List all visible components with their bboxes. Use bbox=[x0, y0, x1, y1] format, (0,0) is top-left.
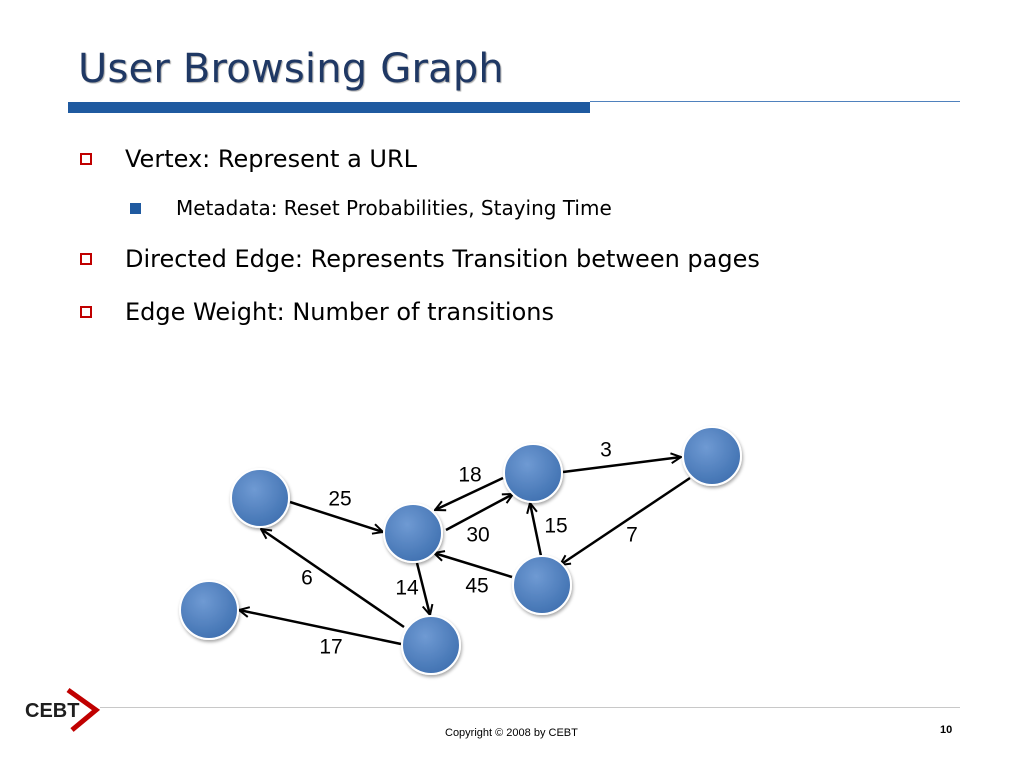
edge-C-to-D bbox=[562, 457, 681, 474]
title-underline-thin bbox=[590, 101, 960, 102]
bullet-edge-weight: Edge Weight: Number of transitions bbox=[80, 298, 554, 326]
graph-node-F bbox=[401, 615, 461, 675]
title-underline-thick bbox=[68, 102, 590, 113]
graph-node-G bbox=[179, 580, 239, 640]
edge-labels-layer: 25 18 30 3 7 15 45 14 6 17 bbox=[301, 439, 638, 659]
edge-weight-label: 14 bbox=[395, 577, 419, 600]
hollow-square-bullet-icon bbox=[80, 153, 92, 165]
edge-weight-label: 30 bbox=[466, 524, 489, 547]
edge-D-to-E bbox=[560, 476, 691, 565]
edge-weight-label: 15 bbox=[544, 515, 567, 538]
edge-A-to-B bbox=[289, 500, 383, 532]
edge-B-to-C bbox=[445, 492, 513, 532]
edge-E-to-B bbox=[434, 553, 513, 579]
edge-weight-label: 6 bbox=[301, 567, 313, 590]
edge-weight-label: 3 bbox=[600, 439, 612, 462]
edge-B-to-F bbox=[415, 562, 430, 615]
bullet-directed-edge: Directed Edge: Represents Transition bet… bbox=[80, 245, 760, 273]
graph-node-D bbox=[682, 426, 742, 486]
bullet-text: Directed Edge: Represents Transition bet… bbox=[125, 245, 760, 273]
copyright-text: Copyright © 2008 by CEBT bbox=[445, 727, 578, 739]
edge-C-to-B bbox=[435, 476, 504, 510]
page-number: 10 bbox=[940, 724, 953, 736]
edge-weight-label: 18 bbox=[458, 464, 481, 487]
graph-node-E bbox=[512, 555, 572, 615]
slide-title: User Browsing Graph bbox=[78, 46, 504, 92]
nodes-layer bbox=[179, 426, 742, 675]
edge-weight-label: 45 bbox=[465, 575, 488, 598]
cebt-logo: CEBT bbox=[24, 687, 101, 732]
footer-divider bbox=[100, 707, 960, 708]
edges-layer bbox=[239, 457, 691, 646]
edge-F-to-G bbox=[239, 610, 402, 646]
bullet-text: Vertex: Represent a URL bbox=[125, 145, 418, 173]
bullet-vertex: Vertex: Represent a URL bbox=[80, 145, 417, 173]
edge-E-to-C bbox=[530, 503, 543, 557]
filled-square-bullet-icon bbox=[130, 202, 141, 214]
edge-weight-label: 7 bbox=[626, 524, 638, 547]
graph-node-A bbox=[230, 468, 290, 528]
bullet-text: Edge Weight: Number of transitions bbox=[125, 298, 554, 326]
graph-node-B bbox=[383, 503, 443, 563]
edge-F-to-A bbox=[261, 529, 405, 629]
hollow-square-bullet-icon bbox=[80, 306, 92, 318]
bullet-text: Metadata: Reset Probabilities, Staying T… bbox=[176, 196, 612, 220]
edge-weight-label: 17 bbox=[319, 636, 342, 659]
sub-bullet-metadata: Metadata: Reset Probabilities, Staying T… bbox=[130, 196, 612, 220]
hollow-square-bullet-icon bbox=[80, 253, 92, 265]
logo-text: CEBT bbox=[25, 700, 79, 722]
edge-weight-label: 25 bbox=[328, 488, 351, 511]
graph-node-C bbox=[503, 443, 563, 503]
